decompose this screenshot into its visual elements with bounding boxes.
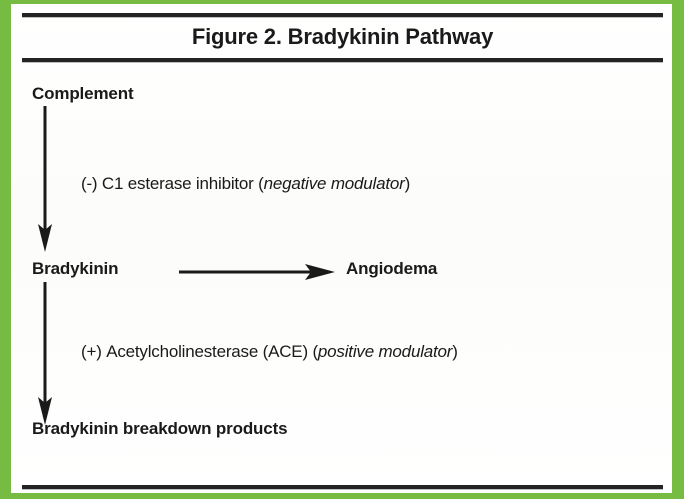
arrow-complement-to-bradykinin-icon	[38, 106, 52, 252]
annotation-positive-modulator: (+) Acetylcholinesterase (ACE) (positive…	[81, 342, 458, 362]
title-rule-bottom	[22, 58, 663, 62]
annotation-negative-sign: (-)	[81, 174, 98, 193]
node-bradykinin: Bradykinin	[32, 259, 119, 278]
annotation-negative-modulator: (-) C1 esterase inhibitor (negative modu…	[81, 174, 410, 194]
node-angiodema: Angiodema	[346, 259, 438, 278]
figure-title: Figure 2. Bradykinin Pathway	[191, 24, 494, 49]
annotation-positive-open-paren: (	[312, 342, 318, 361]
annotation-positive-modulator-italic: positive modulator	[317, 342, 453, 361]
annotation-positive-close-paren: )	[452, 342, 458, 361]
node-bradykinin-breakdown-products: Bradykinin breakdown products	[32, 419, 288, 438]
annotation-negative-close-paren: )	[404, 174, 411, 193]
node-complement: Complement	[32, 84, 134, 103]
annotation-negative-open-paren: (	[258, 174, 264, 193]
annotation-negative-agent: C1 esterase inhibitor	[101, 174, 254, 193]
figure-rule-bottom	[22, 485, 663, 489]
figure-paper: Figure 2. Bradykinin Pathway Complement …	[11, 4, 672, 493]
arrow-bradykinin-to-angiodema-icon	[179, 264, 335, 280]
arrow-bradykinin-to-breakdown-icon	[38, 282, 52, 425]
annotation-positive-agent: Acetylcholinesterase (ACE)	[106, 342, 308, 361]
annotation-positive-sign: (+)	[81, 342, 102, 361]
pathway-diagram: Complement (-) C1 esterase inhibitor (ne…	[11, 62, 672, 485]
annotation-negative-modulator-italic: negative modulator	[263, 174, 405, 193]
title-rule-top	[22, 13, 663, 17]
